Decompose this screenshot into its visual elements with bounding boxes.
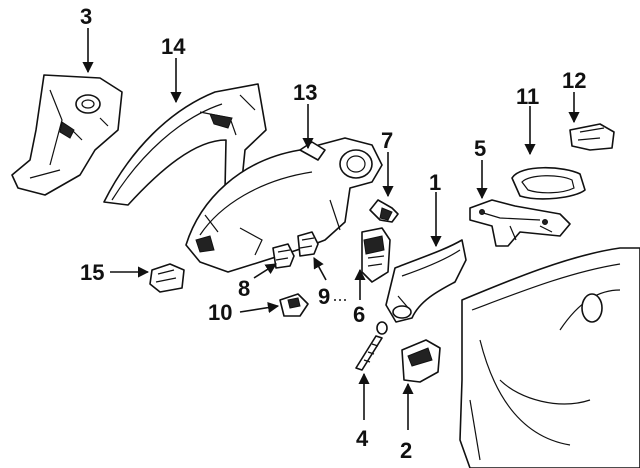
callout-14: 14 [161, 34, 186, 59]
part-4-bolt [355, 321, 388, 371]
leader-9 [313, 257, 327, 281]
part-7-clip [369, 199, 399, 223]
part-5-bracket [469, 199, 571, 247]
quarter-panel [459, 247, 640, 468]
part-15-clip [149, 263, 185, 293]
callout-13: 13 [293, 80, 317, 105]
part-10-clip [279, 293, 309, 317]
leader-lines [82, 28, 580, 430]
callout-5: 5 [474, 136, 486, 161]
part-12-latch [569, 123, 615, 151]
part-3-bracket [11, 74, 123, 196]
callout-6: 6 [353, 302, 365, 327]
callout-2: 2 [400, 438, 412, 463]
callout-labels: 3 14 13 7 1 5 11 12 15 8 9 10 6 4 2 [80, 4, 586, 463]
part-9-clip [297, 231, 319, 257]
part-6-bracket [361, 227, 391, 283]
callout-9: 9 [318, 284, 330, 309]
part-2-bracket [401, 339, 441, 383]
leader-8 [253, 263, 277, 279]
callout-15: 15 [80, 260, 104, 285]
callout-4: 4 [356, 426, 369, 451]
callout-1: 1 [429, 170, 441, 195]
callout-7: 7 [381, 128, 393, 153]
callout-10: 10 [208, 300, 232, 325]
part-1-extension [385, 239, 467, 323]
callout-11: 11 [516, 84, 539, 109]
callout-8: 8 [238, 276, 250, 301]
part-14-liner [103, 83, 267, 206]
leader-10 [239, 302, 280, 314]
part-13-wheelhouse [185, 137, 383, 273]
callout-3: 3 [80, 4, 92, 29]
callout-12: 12 [562, 68, 586, 93]
part-11-gasket [511, 166, 586, 200]
